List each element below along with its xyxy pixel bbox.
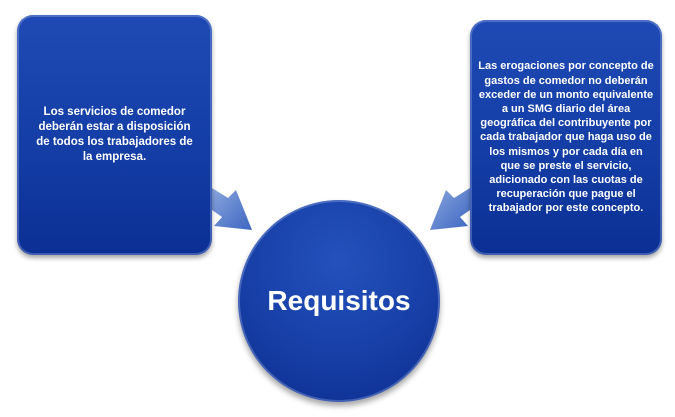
right-requirement-box: Las erogaciones por concepto de gastos d… xyxy=(470,20,662,255)
center-circle: Requisitos xyxy=(238,200,440,402)
left-requirement-box: Los servicios de comedor deberán estar a… xyxy=(17,15,212,255)
right-requirement-text: Las erogaciones por concepto de gastos d… xyxy=(478,60,654,215)
left-requirement-text: Los servicios de comedor deberán estar a… xyxy=(36,106,193,163)
center-label: Requisitos xyxy=(267,285,411,316)
right-arrow xyxy=(430,188,470,230)
left-arrow xyxy=(212,188,252,230)
